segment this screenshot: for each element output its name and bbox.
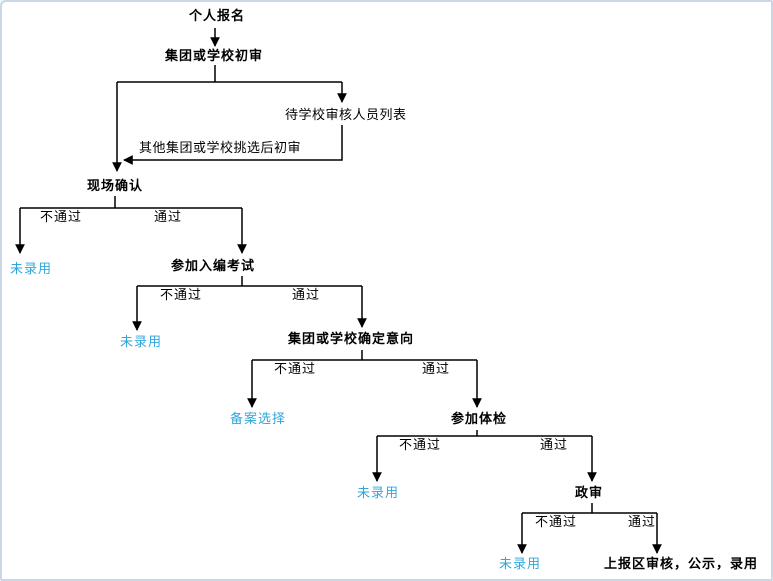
label-reselect-note: 其他集团或学校挑选后初审 — [139, 141, 302, 156]
branch-intention-fail-label: 不通过 — [274, 362, 317, 377]
outcome-not-hired-3: 未录用 — [357, 486, 400, 501]
branch-onsite-pass-label: 通过 — [154, 210, 183, 225]
outcome-not-hired-2: 未录用 — [120, 335, 163, 350]
branch-political-fail-label: 不通过 — [535, 515, 578, 530]
node-physical-exam: 参加体检 — [451, 412, 508, 427]
edge-reselect-return — [123, 125, 343, 165]
branch-intention-pass-label: 通过 — [422, 362, 451, 377]
node-staffing-exam: 参加入编考试 — [171, 259, 256, 274]
branch-onsite-fail-label: 不通过 — [40, 210, 83, 225]
branch-political-pass-label: 通过 — [628, 515, 657, 530]
node-confirm-intention: 集团或学校确定意向 — [288, 332, 415, 347]
node-onsite-confirm: 现场确认 — [87, 179, 144, 194]
branch-exam-pass-label: 通过 — [292, 288, 321, 303]
branch-exam-fail-label: 不通过 — [160, 288, 203, 303]
node-political-review: 政审 — [575, 486, 604, 501]
outcome-record-select: 备案选择 — [230, 412, 287, 427]
branch-physical-fail-label: 不通过 — [399, 438, 442, 453]
node-pending-list: 待学校审核人员列表 — [285, 108, 407, 123]
node-apply: 个人报名 — [189, 9, 246, 24]
node-final-step: 上报区审核，公示，录用 — [604, 557, 759, 572]
branch-physical-pass-label: 通过 — [540, 438, 569, 453]
node-initial-review: 集团或学校初审 — [165, 49, 264, 64]
outcome-not-hired-1: 未录用 — [10, 262, 53, 277]
outcome-not-hired-4: 未录用 — [499, 557, 542, 572]
